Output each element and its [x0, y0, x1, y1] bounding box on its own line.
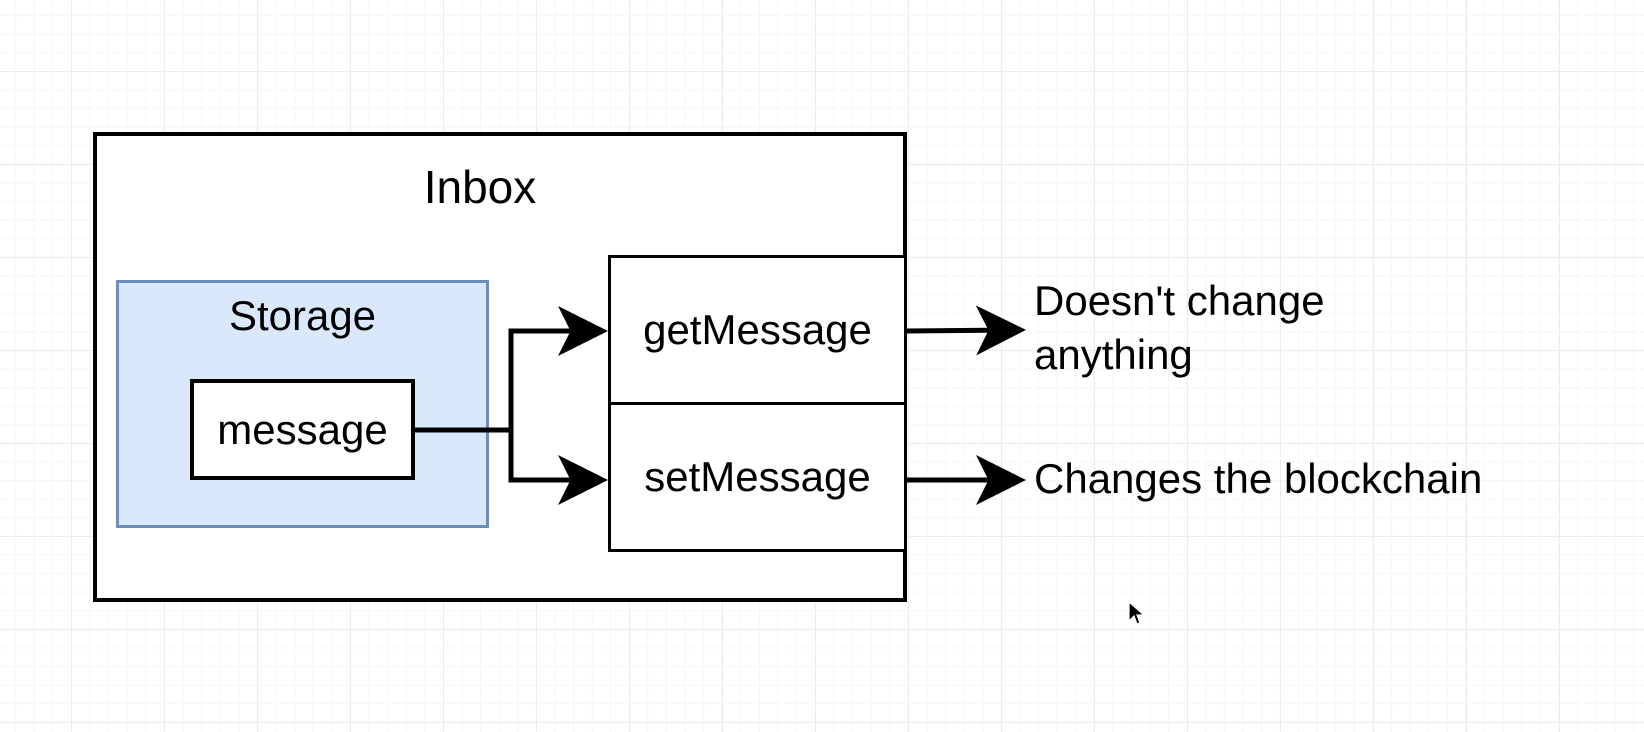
storage-title: Storage	[228, 292, 377, 339]
set-message-function-box[interactable]: setMessage	[608, 402, 907, 552]
set-message-note-line-1: Changes the blockchain	[1034, 455, 1483, 502]
mouse-pointer-icon	[1128, 601, 1146, 625]
set-message-note: Changes the blockchain	[1034, 452, 1482, 506]
get-message-note-line-2: anything	[1034, 331, 1193, 378]
get-message-note-line-1: Doesn't change	[1034, 277, 1325, 324]
get-message-function-box[interactable]: getMessage	[608, 255, 907, 405]
connector-get-message-note	[906, 305, 1026, 356]
get-message-label: getMessage	[643, 306, 872, 353]
message-variable-box[interactable]: message	[190, 379, 415, 480]
set-message-label: setMessage	[644, 453, 871, 500]
get-message-note: Doesn't change anything	[1034, 274, 1325, 382]
contract-title: Inbox	[423, 161, 537, 213]
message-variable-label: message	[217, 405, 388, 453]
